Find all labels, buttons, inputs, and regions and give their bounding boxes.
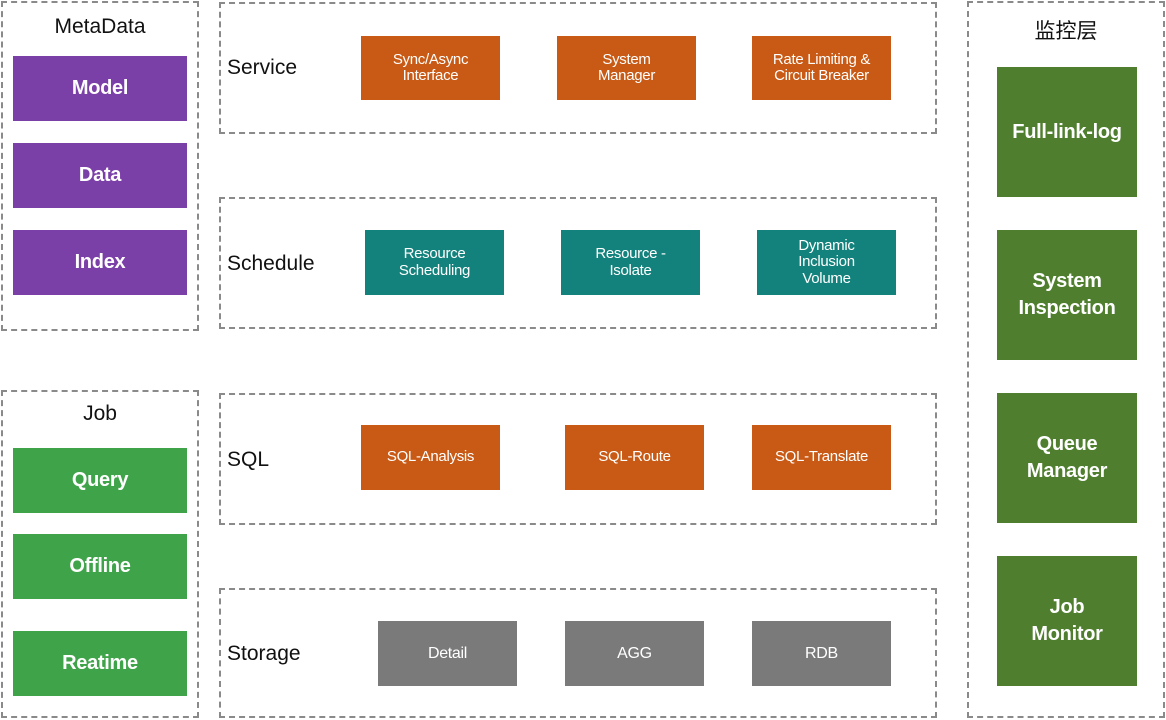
metadata-data-box: Data xyxy=(13,143,187,208)
job-offline-box: Offline xyxy=(13,534,187,599)
schedule-layer-panel xyxy=(219,197,937,329)
metadata-panel: MetaData xyxy=(1,1,199,331)
rate-limiting-circuit-breaker-box: Rate Limiting & Circuit Breaker xyxy=(752,36,891,100)
metadata-model-box: Model xyxy=(13,56,187,121)
job-title: Job xyxy=(83,402,117,425)
system-inspection-box: System Inspection xyxy=(997,230,1137,360)
job-realtime-box: Reatime xyxy=(13,631,187,696)
metadata-index-box: Index xyxy=(13,230,187,295)
schedule-layer-label: Schedule xyxy=(227,252,315,275)
job-panel: Job xyxy=(1,390,199,718)
resource-scheduling-box: Resource Scheduling xyxy=(365,230,504,295)
sql-translate-box: SQL-Translate xyxy=(752,425,891,490)
storage-layer-label: Storage xyxy=(227,642,301,665)
monitor-layer-title: 监控层 xyxy=(1034,20,1098,43)
storage-layer-panel xyxy=(219,588,937,718)
job-monitor-box: Job Monitor xyxy=(997,556,1137,686)
service-layer-panel xyxy=(219,2,937,134)
sql-analysis-box: SQL-Analysis xyxy=(361,425,500,490)
monitor-layer-panel: 监控层 xyxy=(967,1,1165,718)
system-manager-box: System Manager xyxy=(557,36,696,100)
sync-async-interface-box: Sync/Async Interface xyxy=(361,36,500,100)
service-layer-label: Service xyxy=(227,56,298,79)
sql-layer-label: SQL xyxy=(227,448,270,471)
storage-agg-box: AGG xyxy=(565,621,704,686)
sql-route-box: SQL-Route xyxy=(565,425,704,490)
metadata-title: MetaData xyxy=(54,15,146,38)
queue-manager-box: Queue Manager xyxy=(997,393,1137,523)
storage-detail-box: Detail xyxy=(378,621,517,686)
resource-isolate-box: Resource - Isolate xyxy=(561,230,700,295)
full-link-log-box: Full-link-log xyxy=(997,67,1137,197)
job-query-box: Query xyxy=(13,448,187,513)
sql-layer-panel xyxy=(219,393,937,525)
storage-rdb-box: RDB xyxy=(752,621,891,686)
dynamic-inclusion-volume-box: Dynamic Inclusion Volume xyxy=(757,230,896,295)
